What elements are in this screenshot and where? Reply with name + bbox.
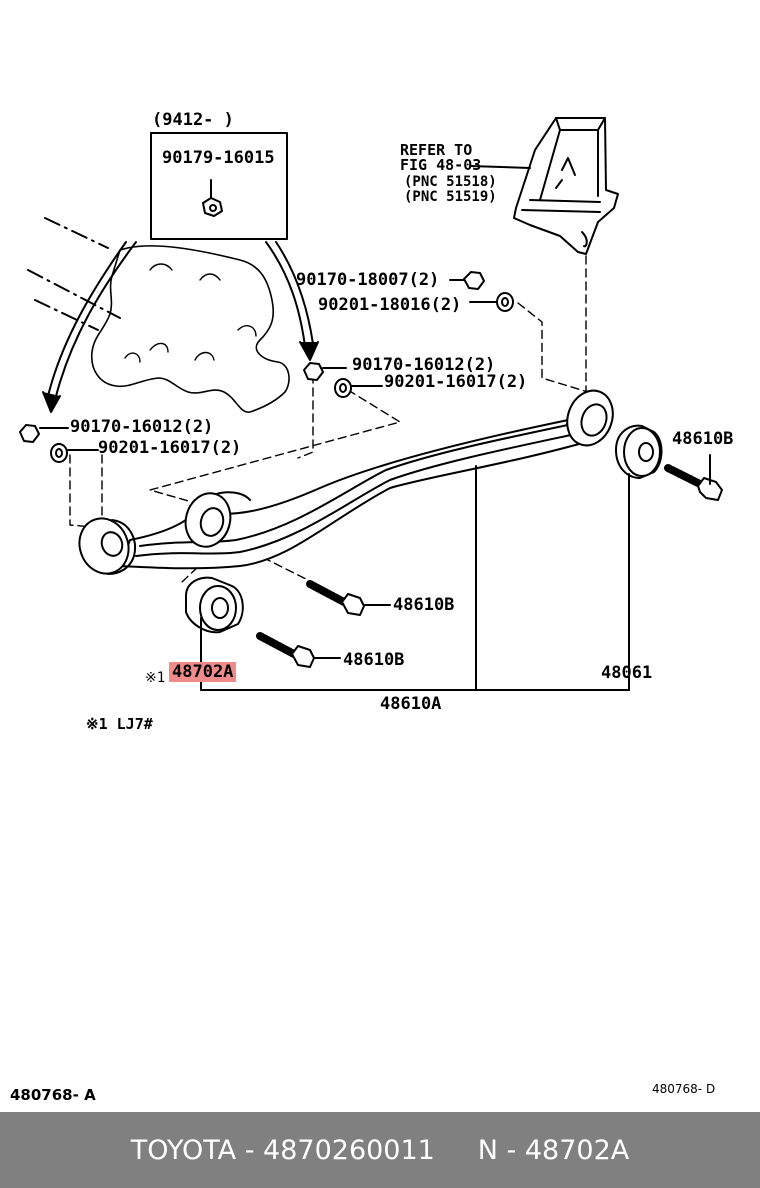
part-48702a-highlighted[interactable]: 48702A (169, 662, 237, 682)
arm-bushing-center (184, 492, 232, 548)
body-outline (27, 217, 121, 331)
footer-bar: TOYOTA - 4870260011 N - 48702A (0, 1112, 760, 1188)
part-48610a[interactable]: 48610A (380, 694, 442, 714)
washer-left-icon (50, 443, 99, 463)
arm-bushing-left (78, 517, 136, 575)
arrow-right-icon (265, 241, 319, 361)
part-90201-16017-mid[interactable]: 90201-16017(2) (384, 372, 528, 392)
part-48061[interactable]: 48061 (601, 663, 653, 683)
bolt-mid-icon (306, 580, 391, 616)
refer-pnc-1: (PNC 51518) (404, 174, 497, 190)
inset-part-number[interactable]: 90179-16015 (162, 148, 275, 168)
part-48610b-right[interactable]: 48610B (672, 429, 734, 449)
date-range-label: (9412- ) (152, 110, 234, 130)
diagram-code-left: 480768- A (10, 1086, 96, 1104)
footer-part-text: TOYOTA - 4870260011 N - 48702A (130, 1134, 630, 1166)
assembly-bracket (200, 465, 630, 691)
diagram-code-right: 480768- D (652, 1082, 716, 1096)
bushing-48702a-icon (185, 576, 244, 691)
suspension-arm-diagram (19, 117, 723, 691)
washer-upper-icon (469, 292, 514, 312)
part-90201-16017-left[interactable]: 90201-16017(2) (98, 438, 242, 458)
part-48610b-lower[interactable]: 48610B (343, 650, 405, 670)
nut-left-icon (19, 424, 69, 443)
bracket-reference (469, 117, 619, 255)
inset-nut-icon (202, 179, 223, 217)
bolt-lower-icon (256, 632, 341, 668)
nut-mid-icon (303, 362, 347, 381)
refer-fig-label[interactable]: FIG 48-03 (400, 156, 482, 174)
inset-box (150, 132, 288, 240)
arrow-left-icon (42, 241, 137, 413)
refer-to-label: REFER TO (400, 141, 473, 159)
part-90170-16012-left[interactable]: 90170-16012(2) (70, 417, 214, 437)
part-90170-18007[interactable]: 90170-18007(2) (296, 270, 440, 290)
bushing-48061-icon (615, 424, 663, 691)
part-48610b-mid[interactable]: 48610B (393, 595, 455, 615)
arm-bushing-right (566, 389, 614, 447)
dashed-leaders (69, 255, 589, 587)
part-90170-16012-mid[interactable]: 90170-16012(2) (352, 355, 496, 375)
refer-pnc-2: (PNC 51519) (404, 189, 497, 205)
nut-upper-icon (449, 271, 485, 290)
part-90201-18016[interactable]: 90201-18016(2) (318, 295, 462, 315)
washer-mid-icon (334, 378, 383, 398)
bolt-right-icon (664, 454, 723, 501)
footnote-label: ※1 LJ7# (86, 715, 153, 733)
bushing-note-marker: ※1 (145, 670, 166, 686)
